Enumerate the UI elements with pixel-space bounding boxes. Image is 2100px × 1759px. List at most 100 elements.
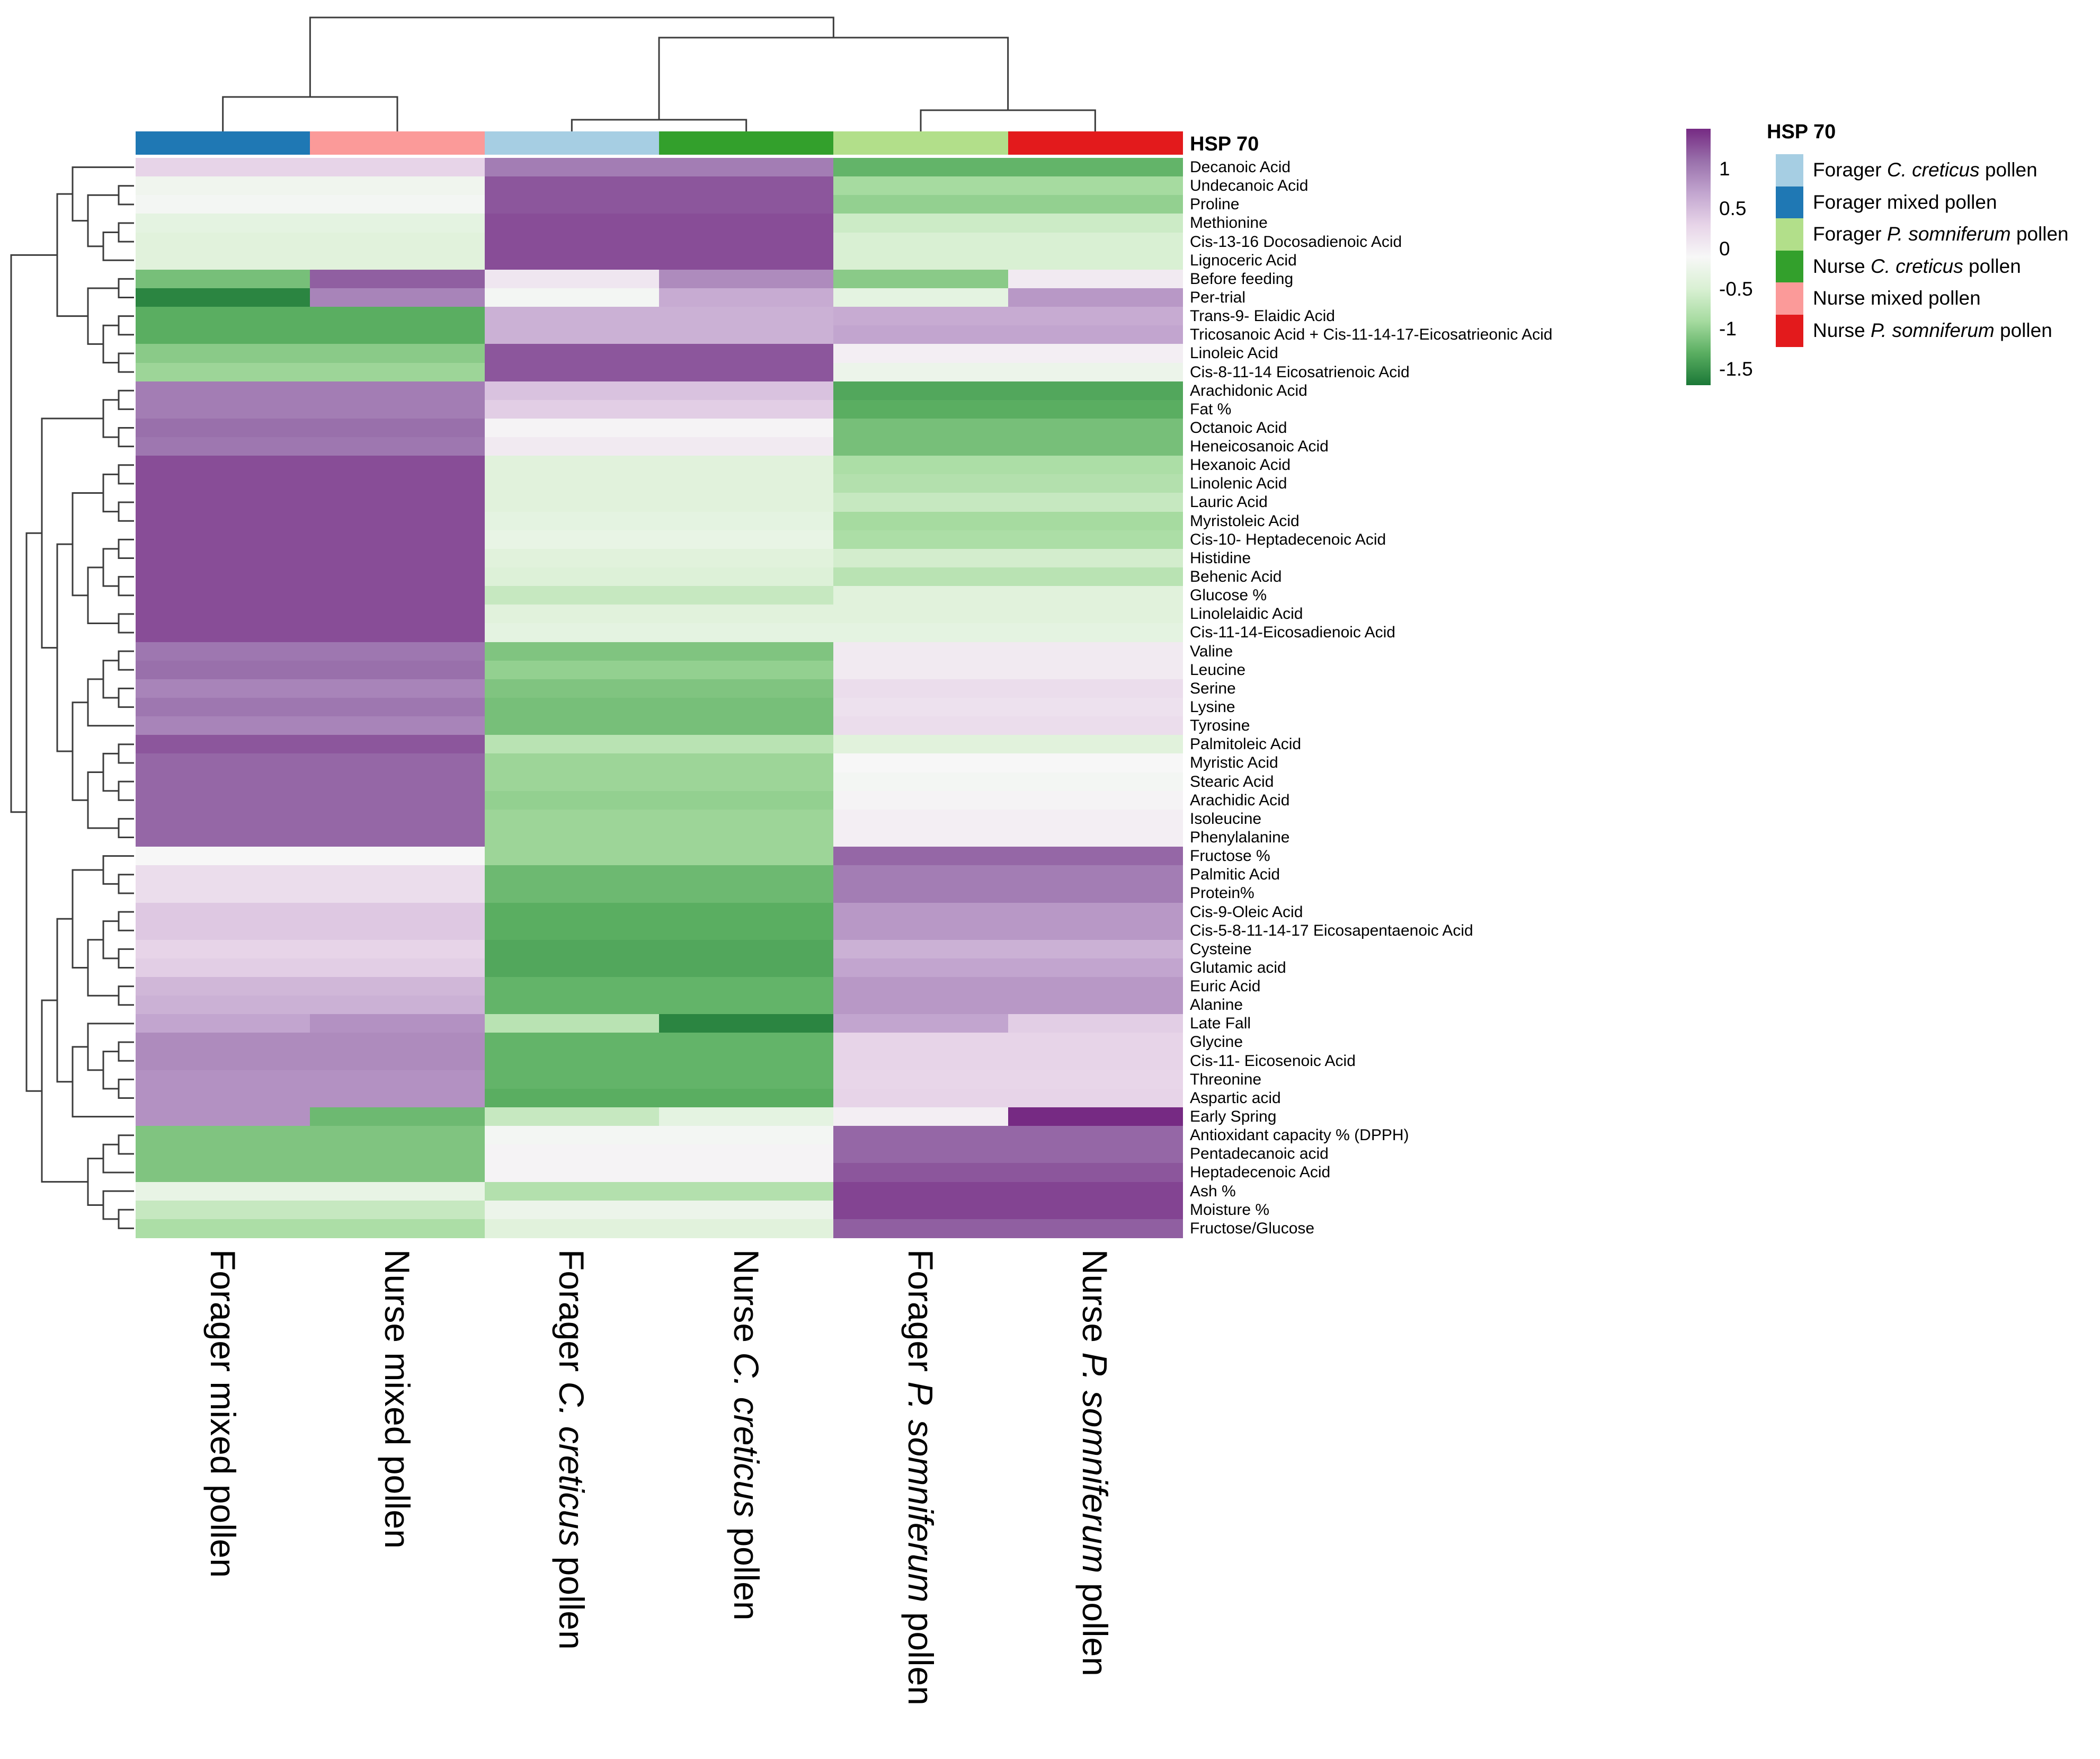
heatmap-cell: [659, 1014, 834, 1034]
heatmap-cell: [833, 399, 1009, 419]
heatmap-cell: [310, 251, 485, 270]
heatmap-cell: [659, 158, 834, 177]
heatmap-cell: [484, 1181, 660, 1201]
heatmap-cell: [659, 214, 834, 233]
heatmap-cell: [310, 195, 485, 214]
heatmap-cell: [833, 1181, 1009, 1201]
heatmap-cell: [833, 902, 1009, 922]
annotation-segment: [136, 131, 310, 155]
heatmap-cell: [659, 232, 834, 252]
heatmap-cell: [1008, 567, 1183, 587]
row-label: Alanine: [1190, 996, 1243, 1014]
heatmap-cell: [833, 269, 1009, 289]
heatmap-cell: [1008, 418, 1183, 438]
legend-swatch: [1776, 154, 1803, 186]
heatmap-cell: [136, 958, 310, 978]
row-label: Tyrosine: [1190, 717, 1250, 735]
heatmap-cell: [484, 567, 660, 587]
heatmap-cell: [310, 1107, 485, 1126]
heatmap-cell: [1008, 1070, 1183, 1089]
heatmap-cell: [310, 288, 485, 307]
heatmap-cell: [310, 623, 485, 643]
heatmap-cell: [833, 1088, 1009, 1108]
heatmap-cell: [136, 735, 310, 754]
column-label: Forager P. somniferum pollen: [901, 1249, 940, 1705]
heatmap-cell: [1008, 977, 1183, 996]
heatmap-cell: [1008, 493, 1183, 512]
legend-swatch: [1776, 218, 1803, 251]
heatmap-cell: [484, 735, 660, 754]
row-label: Moisture %: [1190, 1201, 1270, 1219]
heatmap-cell: [833, 1070, 1009, 1089]
row-label: Histidine: [1190, 549, 1251, 567]
heatmap-cell: [484, 1014, 660, 1034]
colorbar: [1686, 129, 1711, 385]
colorbar-tick-label: -0.5: [1719, 278, 1753, 300]
heatmap-cell: [136, 493, 310, 512]
heatmap-cell: [659, 1144, 834, 1164]
heatmap-cell: [1008, 437, 1183, 456]
heatmap-cell: [833, 698, 1009, 717]
column-label: Forager C. creticus pollen: [552, 1249, 592, 1650]
legend-swatch: [1776, 282, 1803, 315]
heatmap-cell: [310, 1219, 485, 1238]
colorbar-tick-label: 0: [1719, 237, 1730, 260]
heatmap-cell: [136, 1200, 310, 1220]
heatmap-cell: [136, 1088, 310, 1108]
heatmap-cell: [484, 344, 660, 363]
heatmap-cell: [659, 996, 834, 1015]
column-label: Nurse C. creticus pollen: [726, 1249, 766, 1621]
heatmap-cell: [659, 790, 834, 810]
legend-label: Forager C. creticus pollen: [1813, 159, 2037, 181]
heatmap-cell: [136, 977, 310, 996]
heatmap-cell: [484, 921, 660, 940]
heatmap-cell: [833, 716, 1009, 735]
heatmap-cell: [659, 307, 834, 326]
heatmap-cell: [310, 939, 485, 959]
heatmap-cell: [833, 251, 1009, 270]
heatmap-cell: [833, 1107, 1009, 1126]
heatmap-cell: [659, 362, 834, 382]
row-label: Linoleic Acid: [1190, 344, 1278, 362]
legend-label: Forager mixed pollen: [1813, 191, 1997, 213]
heatmap-cell: [833, 921, 1009, 940]
heatmap-cell: [484, 307, 660, 326]
heatmap-cell: [659, 847, 834, 866]
heatmap-cell: [1008, 474, 1183, 494]
heatmap-cell: [659, 1219, 834, 1238]
heatmap-cell: [136, 418, 310, 438]
heatmap-cell: [659, 698, 834, 717]
heatmap-cell: [310, 698, 485, 717]
heatmap-cell: [136, 772, 310, 792]
heatmap-cell: [1008, 1051, 1183, 1071]
heatmap-cell: [136, 716, 310, 735]
heatmap-cell: [833, 623, 1009, 643]
heatmap-cell: [136, 660, 310, 680]
heatmap-cell: [659, 269, 834, 289]
heatmap-cell: [1008, 753, 1183, 773]
heatmap-cell: [659, 642, 834, 661]
row-label: Tricosanoic Acid + Cis-11-14-17-Eicosatr…: [1190, 326, 1553, 344]
heatmap-cell: [484, 1107, 660, 1126]
heatmap-cell: [484, 902, 660, 922]
heatmap-cell: [484, 530, 660, 549]
legend-swatch: [1776, 186, 1803, 219]
heatmap-cell: [484, 195, 660, 214]
heatmap-cell: [484, 511, 660, 531]
heatmap-cell: [310, 735, 485, 754]
heatmap-cell: [310, 809, 485, 829]
heatmap-cell: [136, 158, 310, 177]
row-label: Pentadecanoic acid: [1190, 1145, 1329, 1163]
heatmap-cell: [310, 847, 485, 866]
heatmap-cell: [484, 809, 660, 829]
heatmap-cell: [310, 1051, 485, 1071]
heatmap-cell: [659, 1107, 834, 1126]
heatmap-cell: [659, 195, 834, 214]
row-label: Myristoleic Acid: [1190, 512, 1300, 530]
annotation-segment: [1008, 131, 1183, 155]
heatmap-cell: [833, 176, 1009, 196]
heatmap-cell: [833, 642, 1009, 661]
heatmap-cell: [659, 1200, 834, 1220]
